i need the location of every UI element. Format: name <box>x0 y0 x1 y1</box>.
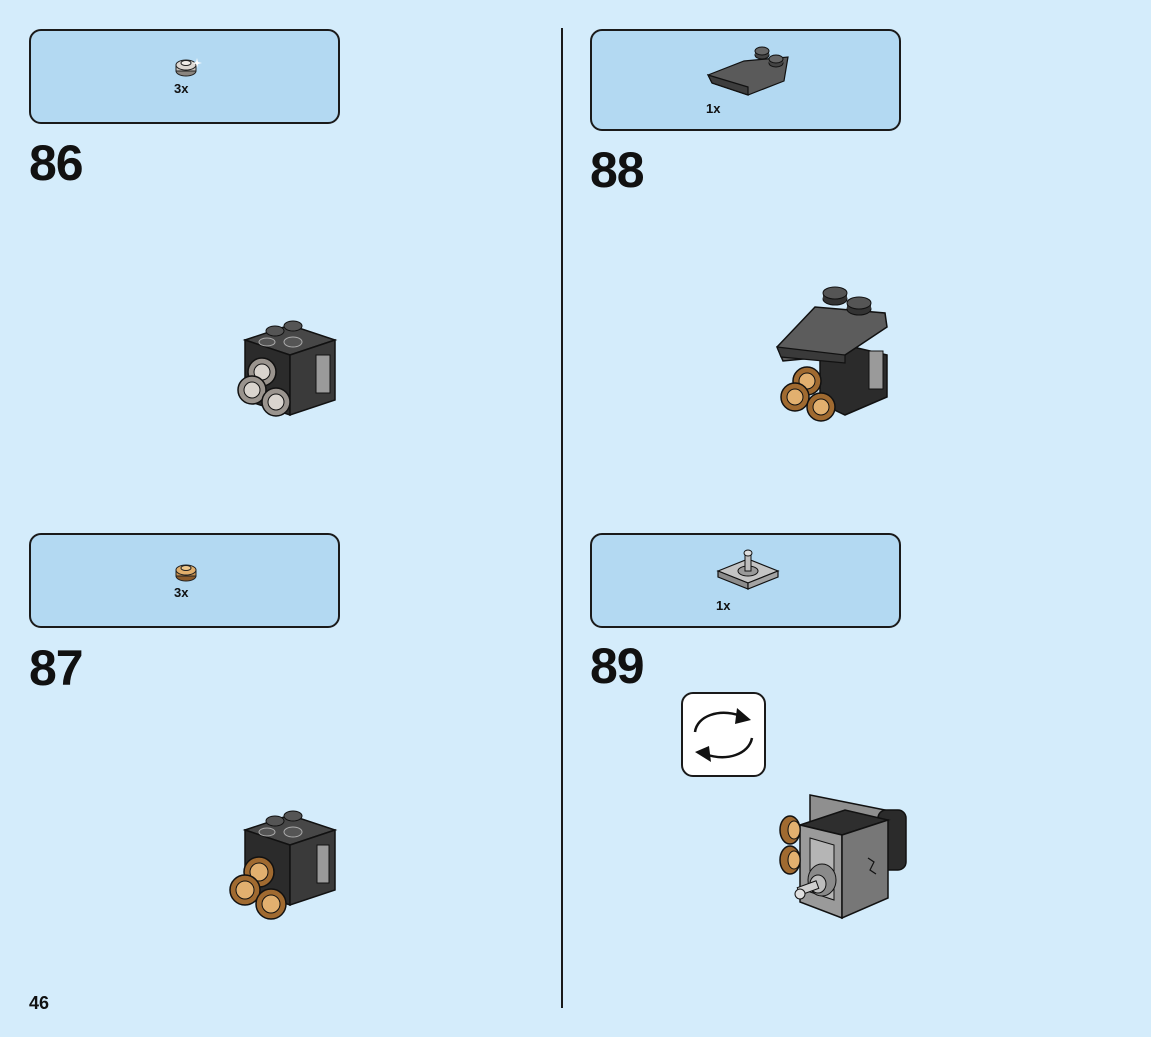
step-number: 88 <box>590 142 645 198</box>
brick-gold-studs-model-icon <box>229 810 338 920</box>
part-quantity: 3x <box>174 81 189 96</box>
plate-with-joystick-icon <box>716 549 780 590</box>
brick-with-wedge-model-icon <box>776 286 888 422</box>
brick-silver-studs-model-icon <box>237 320 338 417</box>
rotate-model-icon <box>693 708 754 762</box>
part-quantity: 3x <box>174 585 189 600</box>
step-number: 89 <box>590 638 645 694</box>
step-number: 87 <box>29 640 84 696</box>
page-number: 46 <box>29 993 50 1013</box>
round-plate-gold-icon <box>175 564 197 582</box>
parts-callout-87: 3x <box>29 533 340 628</box>
round-plate-silver-icon <box>175 58 202 77</box>
rotate-model-indicator <box>681 692 766 777</box>
wedge-plate-dark-grey-icon <box>706 46 789 96</box>
parts-callout-89: 1x <box>590 533 901 628</box>
part-quantity: 1x <box>716 598 731 613</box>
step-number: 86 <box>29 135 84 191</box>
parts-callout-86: 3x <box>29 29 340 124</box>
column-divider <box>561 28 563 1008</box>
parts-callout-88: 1x <box>590 29 901 131</box>
rotated-assembly-model-icon <box>779 794 907 920</box>
part-quantity: 1x <box>706 101 721 116</box>
